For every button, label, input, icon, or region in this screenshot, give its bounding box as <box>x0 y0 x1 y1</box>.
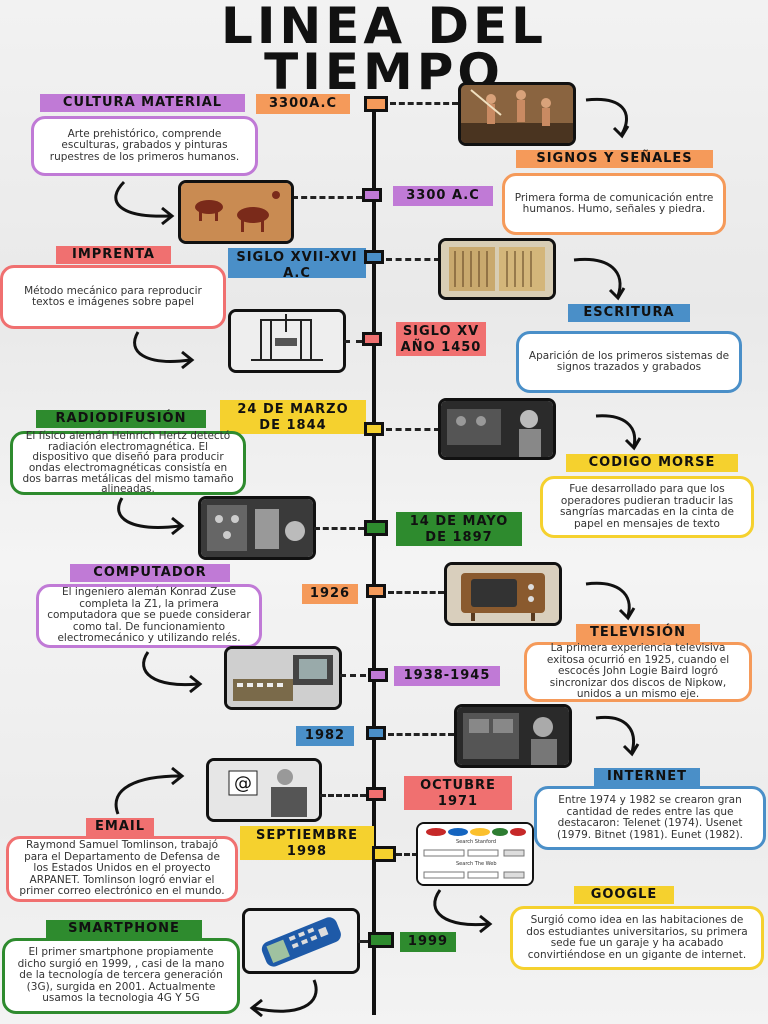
curved-arrow-icon <box>114 180 175 226</box>
curved-arrow-icon <box>585 581 636 621</box>
svg-text:@: @ <box>234 773 252 794</box>
timeline-node-1 <box>364 96 388 112</box>
date-computador: 1926 <box>302 584 358 604</box>
date-television: 1938-1945 <box>394 666 500 686</box>
text-box-signos-senales: Primera forma de comunicación entre huma… <box>502 173 726 235</box>
text-box-escritura: Aparición de los primeros sistemas de si… <box>516 331 742 393</box>
text-box-computador: El ingeniero alemán Konrad Zuse completa… <box>36 584 262 648</box>
curved-arrow-icon <box>117 497 185 536</box>
label-email: EMAIL <box>86 818 154 836</box>
connector-9 <box>388 733 454 736</box>
cave-painting-image <box>178 180 294 244</box>
label-radiodifusion: RADIODIFUSIÓN <box>36 410 206 428</box>
label-signos-senales: SIGNOS Y SEÑALES <box>516 150 713 168</box>
curved-arrow-icon <box>433 889 493 934</box>
timeline-node-3 <box>364 250 384 264</box>
connector-2 <box>292 196 362 199</box>
connector-1 <box>390 102 458 105</box>
telegraph-operator-image <box>438 398 556 460</box>
timeline-node-7 <box>366 584 386 598</box>
curved-arrow-icon <box>595 414 642 451</box>
curved-arrow-icon <box>585 97 630 139</box>
title-line-1: LINEA DEL <box>220 0 548 55</box>
timeline-node-8 <box>368 668 388 682</box>
date-email: OCTUBRE 1971 <box>404 776 512 810</box>
printing-press-image <box>228 309 346 373</box>
connector-12 <box>358 940 368 943</box>
date-signos-senales: 3300 A.C <box>393 186 493 206</box>
old-manuscript-image <box>438 238 556 300</box>
connector-3 <box>386 258 440 261</box>
label-codigo-morse: CODIGO MORSE <box>566 454 738 472</box>
curved-arrow-icon <box>595 715 640 757</box>
timeline-node-2 <box>362 188 382 202</box>
label-smartphone: SMARTPHONE <box>46 920 202 938</box>
timeline-node-10 <box>366 787 386 801</box>
ancient-people-image <box>458 82 576 146</box>
timeline-node-4 <box>362 332 382 346</box>
date-internet: 1982 <box>296 726 354 746</box>
timeline-node-6 <box>364 520 388 536</box>
curved-arrow-icon <box>114 766 185 815</box>
text-box-internet: Entre 1974 y 1982 se crearon gran cantid… <box>534 786 766 850</box>
early-computer-image <box>224 646 342 710</box>
old-television-image <box>444 562 562 626</box>
date-imprenta: SIGLO XVII-XVI A.C <box>228 248 366 281</box>
timeline-spine <box>372 100 376 1015</box>
google-search-label-2: Search The Web <box>456 861 497 867</box>
computer-lab-image <box>454 704 572 768</box>
google-search-label-1: Search Stanford <box>456 839 497 845</box>
curved-arrow-icon <box>249 979 318 1018</box>
connector-10 <box>320 794 366 797</box>
label-internet: INTERNET <box>594 768 700 786</box>
title-line-2: TIEMPO <box>264 43 504 101</box>
connector-8 <box>340 674 366 677</box>
connector-11 <box>396 853 418 856</box>
timeline-node-9 <box>366 726 386 740</box>
date-smartphone: 1999 <box>400 932 456 952</box>
curved-arrow-icon <box>142 651 203 694</box>
timeline-node-5 <box>364 422 384 436</box>
label-computador: COMPUTADOR <box>70 564 230 582</box>
connector-5 <box>386 428 440 431</box>
date-google: SEPTIEMBRE 1998 <box>240 826 374 860</box>
text-box-television: La primera experiencia televisiva exitos… <box>524 642 752 702</box>
connector-7 <box>388 591 444 594</box>
timeline-node-12 <box>368 932 394 948</box>
date-cultura-material: 3300A.C <box>256 94 350 114</box>
connector-4 <box>344 340 362 343</box>
text-box-email: Raymond Samuel Tomlinson, trabajó para e… <box>6 836 238 902</box>
date-radiodifusion: 24 DE MARZO DE 1844 <box>220 400 366 434</box>
curved-arrow-icon <box>573 257 626 301</box>
label-cultura-material: CULTURA MATERIAL <box>40 94 245 112</box>
text-box-smartphone: El primer smartphone propiamente dicho s… <box>2 938 240 1014</box>
connector-6 <box>314 527 364 530</box>
text-box-google: Surgió como idea en las habitaciones de … <box>510 906 764 970</box>
early-google-page-image: Search Stanford Search The Web <box>416 822 534 886</box>
text-box-radiodifusion: El físico alemán Heinrich Hertz detectó … <box>10 431 246 495</box>
text-box-cultura-material: Arte prehistórico, comprende esculturas,… <box>31 116 258 176</box>
email-at-sign-image: @ <box>206 758 322 822</box>
label-imprenta: IMPRENTA <box>56 246 171 264</box>
timeline-node-11 <box>372 846 396 862</box>
text-box-imprenta: Método mecánico para reproducir textos e… <box>0 265 226 329</box>
curved-arrow-icon <box>133 331 195 370</box>
date-codigo-morse: 14 DE MAYO DE 1897 <box>396 512 522 546</box>
label-television: TELEVISIÓN <box>576 624 700 642</box>
label-google: GOOGLE <box>574 886 674 904</box>
label-escritura: ESCRITURA <box>568 304 690 322</box>
radio-equipment-image <box>198 496 316 560</box>
date-escritura: SIGLO XV AÑO 1450 <box>396 322 486 356</box>
text-box-codigo-morse: Fue desarrollado para que los operadores… <box>540 476 754 538</box>
nokia-phone-image <box>242 908 360 974</box>
